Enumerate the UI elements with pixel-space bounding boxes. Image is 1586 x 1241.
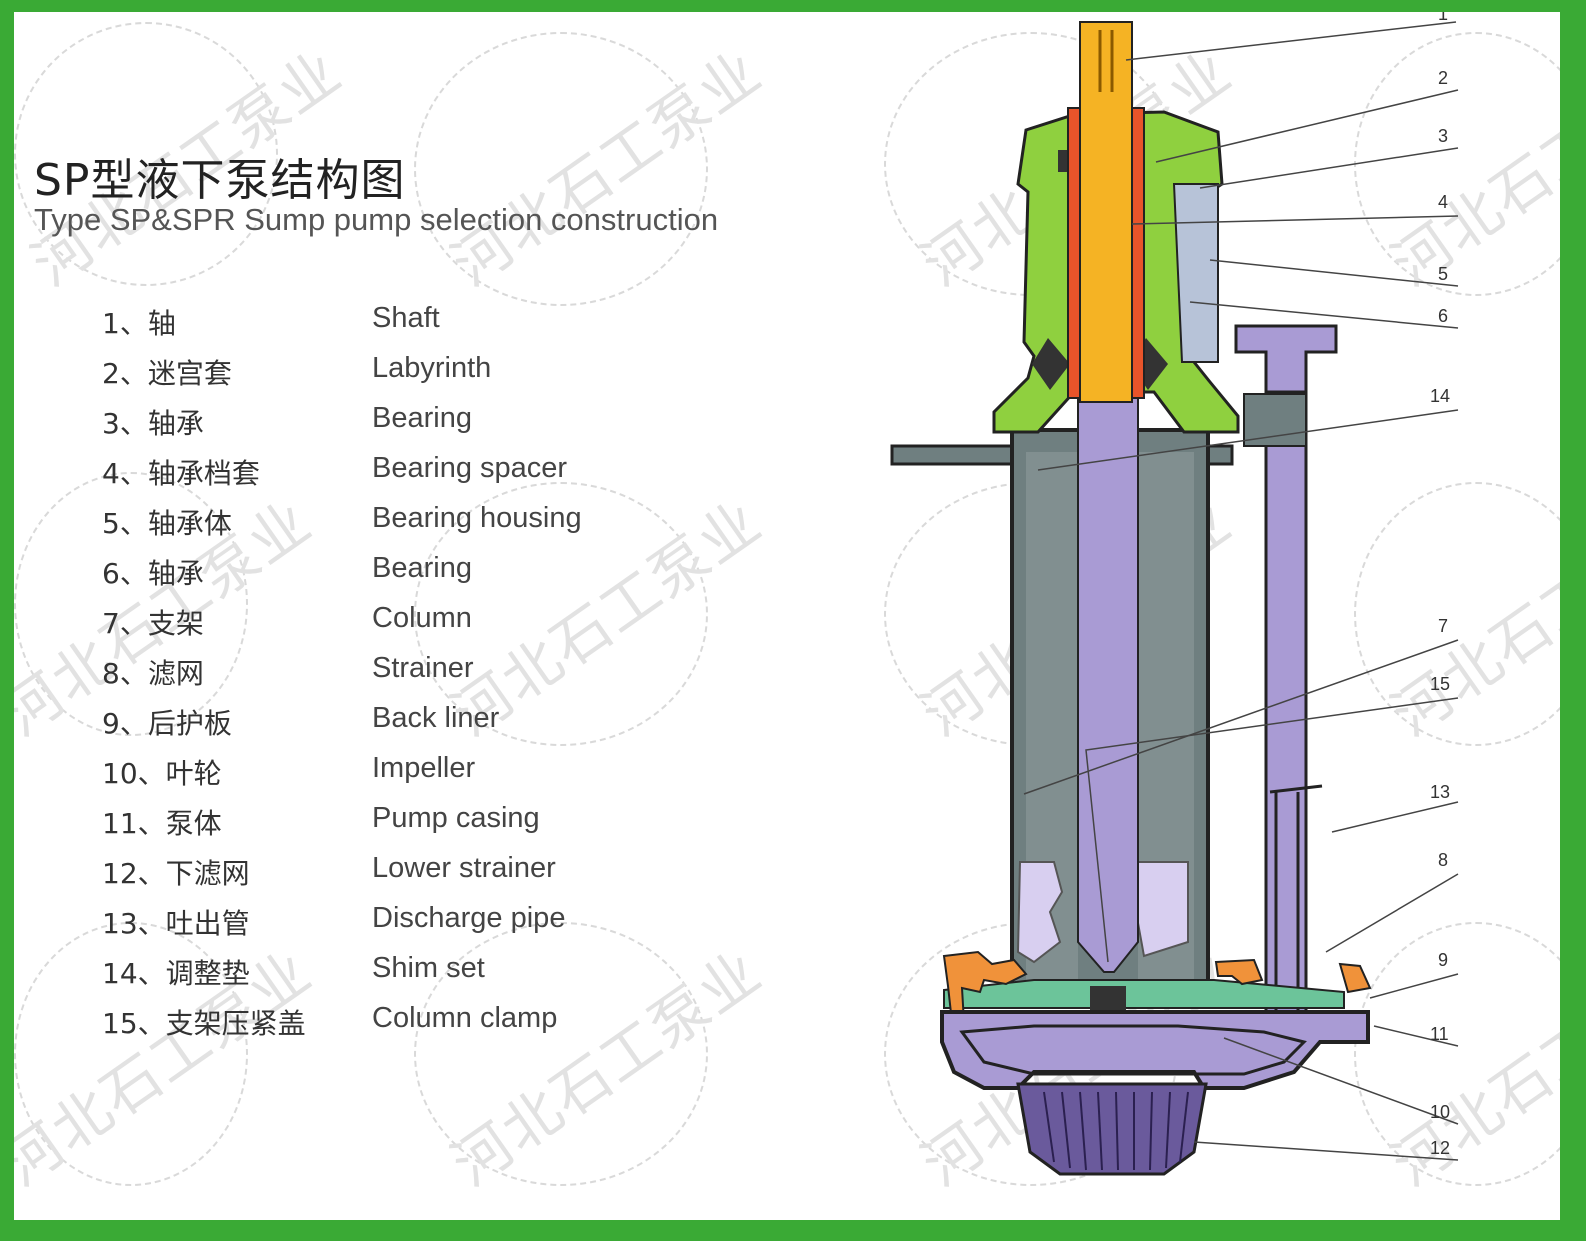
shim-bolt bbox=[1243, 393, 1307, 447]
strainer-left bbox=[1016, 861, 1064, 964]
discharge-pipe-joint bbox=[1269, 784, 1323, 794]
watermark-seal bbox=[414, 482, 708, 746]
pump-cross-section: 1 2 3 4 5 6 14 7 15 13 8 9 11 10 12 bbox=[890, 12, 1459, 1176]
shaft-tube bbox=[1077, 391, 1139, 973]
title-chinese: SP型液下泵结构图 bbox=[34, 155, 406, 206]
part-row: 7、支架 Column bbox=[102, 602, 802, 652]
callout-number: 3 bbox=[1438, 126, 1448, 146]
part-name-cn: 6、轴承 bbox=[102, 557, 204, 590]
part-name-en: Column clamp bbox=[372, 1002, 558, 1034]
callout-number: 11 bbox=[1430, 1024, 1449, 1044]
watermark-seal bbox=[414, 32, 708, 306]
callout-number: 5 bbox=[1438, 264, 1448, 284]
part-name-cn: 9、后护板 bbox=[102, 707, 232, 740]
part-row: 6、轴承 Bearing bbox=[102, 552, 802, 602]
part-row: 8、滤网 Strainer bbox=[102, 652, 802, 702]
part-row: 15、支架压紧盖 Column clamp bbox=[102, 1002, 802, 1052]
strainer-right bbox=[1134, 861, 1189, 958]
part-row: 14、调整垫 Shim set bbox=[102, 952, 802, 1002]
lower-strainer-ribs bbox=[1043, 1091, 1189, 1171]
back-liner-right bbox=[1214, 958, 1264, 986]
diagram-frame: 河北石工泵业 河北石工泵业 河北石工泵业 河北石工泵业 河北石工泵业 河北石工泵… bbox=[14, 12, 1560, 1220]
part-name-en: Pump casing bbox=[372, 802, 540, 834]
callout-number: 4 bbox=[1438, 192, 1448, 212]
part-row: 4、轴承档套 Bearing spacer bbox=[102, 452, 802, 502]
watermark-seal bbox=[14, 922, 248, 1186]
part-name-en: Lower strainer bbox=[372, 852, 556, 884]
part-name-en: Bearing bbox=[372, 402, 472, 434]
part-name-en: Bearing housing bbox=[372, 502, 582, 534]
pump-casing-inner bbox=[959, 1024, 1307, 1076]
part-name-en: Bearing spacer bbox=[372, 452, 568, 484]
part-name-en: Discharge pipe bbox=[372, 902, 566, 934]
title-english: Type SP&SPR Sump pump selection construc… bbox=[34, 202, 719, 237]
part-row: 1、轴 Shaft bbox=[102, 302, 802, 352]
part-row: 2、迷宫套 Labyrinth bbox=[102, 352, 802, 402]
watermark-seal bbox=[14, 22, 278, 286]
part-name-cn: 13、吐出管 bbox=[102, 907, 250, 940]
watermark-seal bbox=[414, 922, 708, 1186]
part-name-cn: 10、叶轮 bbox=[102, 757, 222, 790]
bearing-housing-side bbox=[1172, 183, 1219, 363]
bearing-lower bbox=[1032, 338, 1070, 390]
callout-number: 14 bbox=[1430, 386, 1450, 406]
part-row: 12、下滤网 Lower strainer bbox=[102, 852, 802, 902]
part-row: 10、叶轮 Impeller bbox=[102, 752, 802, 802]
part-name-en: Column bbox=[372, 602, 472, 634]
part-row: 9、后护板 Back liner bbox=[102, 702, 802, 752]
watermark-seal bbox=[14, 472, 248, 736]
part-name-cn: 4、轴承档套 bbox=[102, 457, 260, 490]
part-name-en: Impeller bbox=[372, 752, 476, 784]
part-name-en: Back liner bbox=[372, 702, 500, 734]
part-name-en: Bearing bbox=[372, 552, 472, 584]
part-name-cn: 1、轴 bbox=[102, 307, 176, 340]
callout-number: 9 bbox=[1438, 950, 1448, 970]
callout-number: 15 bbox=[1430, 674, 1450, 694]
part-name-cn: 14、调整垫 bbox=[102, 957, 250, 990]
callout-number: 13 bbox=[1430, 782, 1450, 802]
leader-lines bbox=[1023, 21, 1459, 1161]
part-row: 3、轴承 Bearing bbox=[102, 402, 802, 452]
part-name-cn: 2、迷宫套 bbox=[102, 357, 232, 390]
pump-casing bbox=[940, 1010, 1370, 1090]
part-name-en: Shim set bbox=[372, 952, 485, 984]
callout-number: 12 bbox=[1430, 1138, 1450, 1158]
back-liner bbox=[943, 979, 1345, 1009]
part-name-cn: 15、支架压紧盖 bbox=[102, 1007, 306, 1040]
callout-number: 1 bbox=[1438, 12, 1448, 24]
part-name-cn: 5、轴承体 bbox=[102, 507, 232, 540]
part-name-cn: 3、轴承 bbox=[102, 407, 204, 440]
part-row: 13、吐出管 Discharge pipe bbox=[102, 902, 802, 952]
part-name-cn: 12、下滤网 bbox=[102, 857, 250, 890]
callout-number: 10 bbox=[1430, 1102, 1450, 1122]
part-name-en: Labyrinth bbox=[372, 352, 492, 384]
shaft bbox=[1079, 21, 1133, 403]
part-name-en: Shaft bbox=[372, 302, 440, 334]
callout-number: 2 bbox=[1438, 68, 1448, 88]
discharge-flange bbox=[1234, 324, 1338, 394]
part-name-cn: 11、泵体 bbox=[102, 807, 222, 840]
back-liner-right bbox=[1338, 962, 1372, 994]
lower-strainer bbox=[1016, 1082, 1208, 1176]
callout-number: 7 bbox=[1438, 616, 1448, 636]
callout-number: 8 bbox=[1438, 850, 1448, 870]
part-name-en: Strainer bbox=[372, 652, 474, 684]
part-name-cn: 8、滤网 bbox=[102, 657, 204, 690]
part-row: 5、轴承体 Bearing housing bbox=[102, 502, 802, 552]
discharge-pipe bbox=[1264, 390, 1308, 1014]
part-row: 11、泵体 Pump casing bbox=[102, 802, 802, 852]
part-name-cn: 7、支架 bbox=[102, 607, 204, 640]
callout-number: 6 bbox=[1438, 306, 1448, 326]
